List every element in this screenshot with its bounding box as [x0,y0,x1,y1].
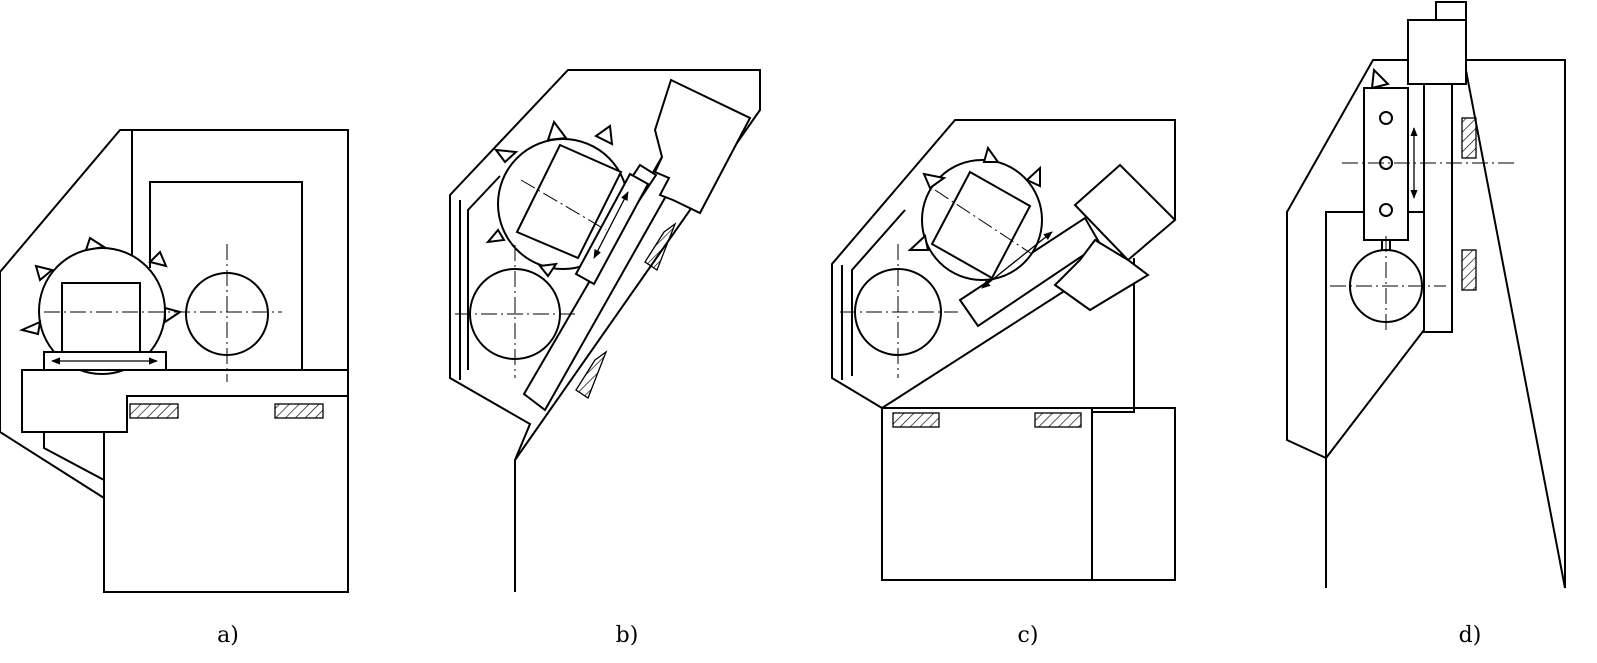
panel-b: b) [449,69,761,648]
cross-slide [43,351,167,371]
panel-d: d) [1286,1,1566,648]
tool-holder [1363,67,1418,255]
panel-c: c) [831,119,1177,648]
panel-label-d: d) [1459,623,1482,648]
vertical-slide [1423,79,1453,333]
guideway-hatches [575,222,677,399]
panel-a: a) [0,129,349,648]
spindle-workpiece [840,244,958,378]
spindle-workpiece [1330,236,1446,332]
machine-frame [0,129,349,593]
panel-label-a: a) [217,623,239,648]
tailstock [1053,163,1177,312]
tool-turret [485,119,650,286]
tailstock [653,78,752,215]
guideway-hatches [129,403,324,419]
machine-frame [449,69,761,592]
panel-label-c: c) [1018,623,1039,648]
tool-turret [907,145,1053,289]
panel-label-b: b) [616,623,639,648]
tailstock-head [1407,1,1467,85]
spindle-workpiece [185,244,269,382]
spindle-workpiece [455,245,575,378]
guideway-hatches [892,412,1082,428]
guideway-hatches [1461,117,1477,291]
